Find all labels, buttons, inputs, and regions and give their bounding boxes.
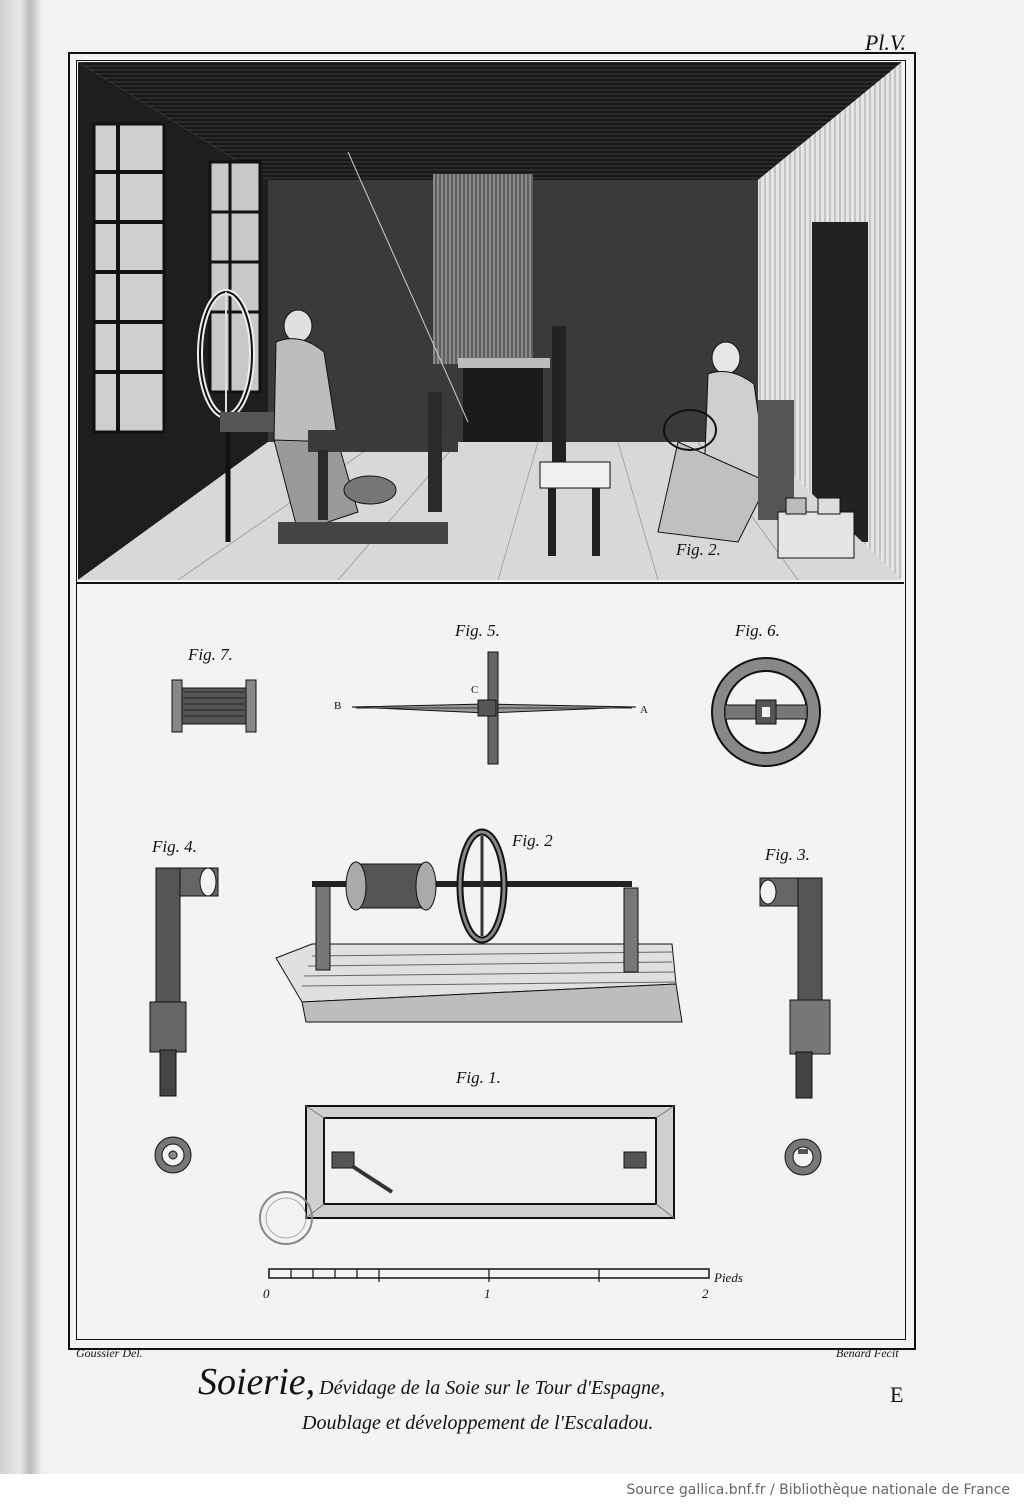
scale-bar: [268, 1268, 710, 1282]
fig6-label: Fig. 6.: [735, 621, 780, 640]
credit-engraver: Benard Fecit: [836, 1346, 899, 1360]
scale-one-label: 1: [484, 1286, 491, 1301]
fig5-label: Fig. 5.: [455, 621, 500, 640]
plate-frame-outer: [68, 52, 916, 1350]
fig6-ring-drawing: [711, 657, 821, 767]
plate-divider: [76, 582, 904, 584]
point-c-label: C: [471, 684, 479, 696]
fig7-label: Fig. 7.: [188, 645, 233, 664]
plate-title-line2: Doublage et développement de l'Escaladou…: [302, 1412, 654, 1434]
plate-title-subtitle1: Dévidage de la Soie sur le Tour d'Espagn…: [319, 1377, 665, 1399]
scale-unit-label: Pieds: [714, 1270, 743, 1285]
scale-two-label: 2: [702, 1286, 709, 1301]
fig4-crank-drawing: [149, 867, 219, 1097]
plate-title-main: Soierie,: [198, 1361, 316, 1403]
workshop-scene-engraving: [78, 62, 902, 580]
fig5-spindle-drawing: [351, 651, 637, 765]
plate-number: Pl.V.: [864, 30, 906, 55]
scale-zero-label: 0: [263, 1286, 270, 1301]
fig2-label: Fig. 2: [512, 831, 553, 850]
point-b-label: B: [334, 700, 342, 712]
fig1-label: Fig. 1.: [456, 1068, 501, 1087]
fig4-label: Fig. 4.: [152, 837, 197, 856]
plate-letter: E: [890, 1382, 904, 1407]
fig3-section-circle: [784, 1138, 822, 1176]
library-stamp: [259, 1191, 313, 1245]
plate-title-line1: Soierie, Dévidage de la Soie sur le Tour…: [198, 1360, 665, 1404]
book-binding-edge: [0, 0, 48, 1507]
fig3-crank-drawing: [759, 877, 831, 1099]
point-a-label: A: [640, 704, 648, 716]
fig2-reel-drawing: [275, 828, 683, 1023]
fig3-label: Fig. 3.: [765, 845, 810, 864]
source-attribution: Source gallica.bnf.fr / Bibliothèque nat…: [626, 1482, 1010, 1498]
gallica-footer: Source gallica.bnf.fr / Bibliothèque nat…: [0, 1474, 1024, 1507]
credit-draftsman: Goussier Del.: [76, 1346, 143, 1360]
fig7-bobbin-drawing: [171, 679, 257, 733]
plate-frame-inner: [76, 60, 906, 1340]
scene-fig2-label: Fig. 2.: [676, 540, 721, 559]
fig4-section-circle: [154, 1136, 192, 1174]
fig1-plan-drawing: [305, 1105, 675, 1219]
